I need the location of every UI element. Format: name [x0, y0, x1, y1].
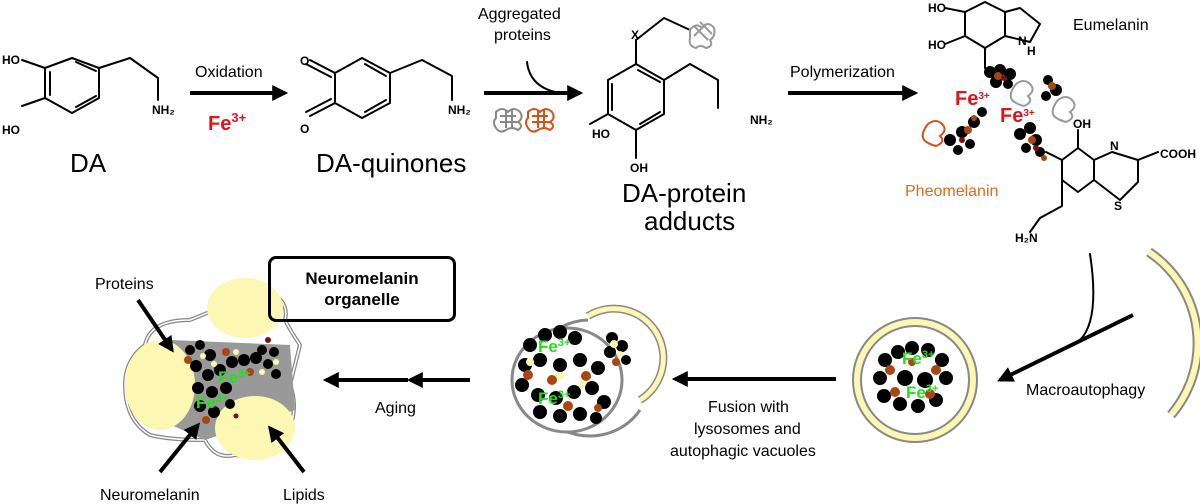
fe3-label: Fe3+	[208, 110, 247, 135]
neuromelanin-label: Neuromelanin	[100, 487, 200, 504]
melanin-clusters: Fe3+ Fe3+	[921, 64, 1076, 161]
atom-label: O	[300, 122, 309, 136]
atom-label: HO	[592, 127, 610, 141]
macroautophagy-label: Macroautophagy	[1026, 382, 1145, 399]
fe3-label: Fe3+	[218, 368, 250, 387]
atom-label: NH₂	[152, 103, 175, 117]
atom-label: OH	[1073, 117, 1091, 131]
polymerization-step: Polymerization	[788, 64, 919, 101]
fe3-label: Fe3+	[1000, 105, 1035, 127]
macroautophagy-step: Macroautophagy	[997, 247, 1200, 419]
eumelanin-label: Eumelanin	[1073, 17, 1149, 34]
oxidation-label: Oxidation	[195, 64, 263, 81]
aggregated-label-1: Aggregated	[478, 6, 561, 23]
atom-label: O	[300, 54, 309, 68]
atom-label: HO	[2, 53, 20, 67]
fe3-label: Fe3+	[906, 383, 938, 402]
fe3-label: Fe3+	[955, 88, 990, 110]
gray-protein-icon	[493, 108, 523, 133]
pheomelanin-label: Pheomelanin	[905, 183, 998, 200]
fusion-step: Fusion with lysosomes and autophagic vac…	[670, 371, 836, 460]
neuromelanin-organelle: Fe3+ Fe3+ Proteins Neuromelanin Lipids	[95, 276, 325, 504]
orange-protein-icon	[921, 120, 946, 148]
autophagosome: Fe3+ Fe3+	[852, 317, 978, 443]
fusion-label-3: autophagic vacuoles	[670, 443, 816, 460]
da-protein-label-1: DA-protein	[622, 178, 746, 208]
aging-label: Aging	[375, 400, 416, 417]
atom-label: X	[631, 28, 639, 42]
da-quinones-structure: O O NH₂ DA-quinones	[300, 54, 471, 178]
fusion-label-1: Fusion with	[708, 399, 789, 416]
polymerization-label: Polymerization	[790, 64, 895, 81]
dopamine-structure: HO HO NH₂ DA	[2, 53, 175, 178]
aggregation-step: Aggregated proteins	[478, 6, 584, 133]
atom-label: COOH	[1160, 147, 1196, 161]
pheomelanin-structure: OH N COOH S H₂N Pheomelanin	[905, 117, 1196, 245]
fe3-label: Fe3+	[902, 349, 934, 368]
atom-label: H	[1027, 44, 1036, 58]
fe3-label: Fe3+	[538, 337, 570, 356]
da-label: DA	[70, 148, 107, 178]
atom-label: N	[1110, 139, 1119, 153]
atom-label: OH	[630, 161, 648, 175]
attached-protein-icon	[688, 21, 716, 50]
fusion-label-2: lysosomes and	[694, 421, 801, 438]
atom-label: S	[1114, 199, 1122, 213]
fe3-label: Fe3+	[196, 393, 228, 412]
atom-label: HO	[928, 1, 946, 15]
atom-label: N	[1018, 34, 1027, 48]
atom-label: NH₂	[448, 103, 471, 117]
proteins-label: Proteins	[95, 276, 154, 293]
diagram-title: Neuromelanin organelle	[268, 256, 456, 322]
lipids-label: Lipids	[283, 487, 325, 504]
aggregated-label-2: proteins	[494, 27, 551, 44]
atom-label: HO	[2, 123, 20, 137]
gray-protein-icon	[1009, 80, 1076, 124]
fe3-label: Fe3+	[538, 389, 570, 408]
oxidation-step: Oxidation Fe3+	[190, 64, 289, 135]
da-protein-adduct-structure: X HO OH NH₂ DA-protein adducts	[589, 17, 773, 236]
da-quinones-label: DA-quinones	[316, 148, 466, 178]
orange-protein-icon	[525, 108, 555, 133]
eumelanin-structure: HO HO N H Eumelanin	[928, 1, 1149, 69]
atom-label: H₂N	[1015, 231, 1038, 245]
atom-label: NH₂	[750, 113, 773, 127]
da-protein-label-2: adducts	[644, 206, 735, 236]
aging-step: Aging	[322, 372, 470, 417]
atom-label: HO	[928, 38, 946, 52]
autolysosome: Fe3+ Fe3+	[510, 304, 668, 438]
